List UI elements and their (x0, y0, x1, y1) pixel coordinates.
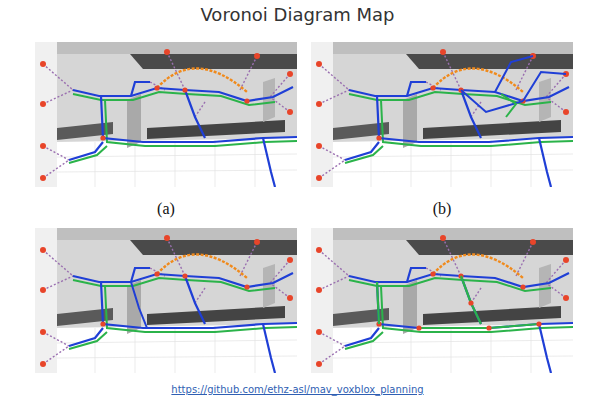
panel-label: (b) (412, 200, 472, 218)
voronoi-panel (311, 228, 573, 373)
panel-label: (a) (136, 200, 196, 218)
map-title: Voronoi Diagram Map (0, 4, 595, 25)
voronoi-panel (35, 228, 297, 373)
source-link: https://github.com/ethz-asl/mav_voxblox_… (0, 384, 595, 395)
voronoi-panel (311, 42, 573, 187)
voronoi-panel (35, 42, 297, 187)
